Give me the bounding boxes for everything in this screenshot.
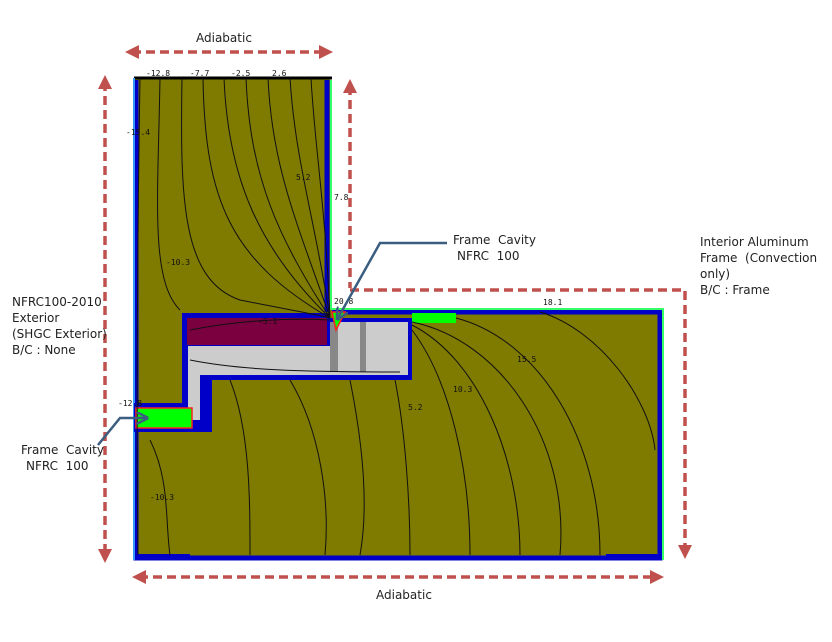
isotherm-labels: -12.8 -7.7 -2.5 2.6 -15.4 5.2 7.8 -10.3 …	[118, 69, 562, 502]
interior-label-line: B/C : Frame	[700, 283, 770, 297]
surface-line	[330, 80, 664, 560]
aluminum-web	[330, 322, 338, 372]
isotherm-label: 10.3	[453, 385, 472, 394]
isotherm-label: 15.5	[517, 355, 536, 364]
isotherm-label: 7.8	[334, 193, 349, 202]
bottom-pad-right	[606, 554, 660, 560]
isotherm-label: 5.2	[296, 173, 311, 182]
isotherm-label: -12.8	[146, 69, 170, 78]
isotherm-label: -12.8	[118, 399, 142, 408]
isotherm-label: 18.1	[543, 298, 562, 307]
interior-label-line: only)	[700, 267, 731, 281]
isotherm-label: 20.8	[334, 297, 353, 306]
frame-cavity-upper-line: NFRC 100	[457, 249, 520, 263]
boundary-arrows	[98, 45, 692, 584]
top-boundary-label: Adiabatic	[196, 31, 252, 45]
isotherm-label: -10.3	[150, 493, 174, 502]
bottom-pad-left	[138, 554, 190, 560]
frame-cavity-upper-line: Frame Cavity	[453, 233, 536, 247]
pointer-lower-cavity	[97, 418, 146, 446]
bottom-boundary-label: Adiabatic	[376, 588, 432, 602]
isotherm-label: -10.3	[166, 258, 190, 267]
isotherm-label: 5.2	[408, 403, 423, 412]
exterior-label-line: NFRC100-2010	[12, 295, 102, 309]
frame-cavity-lower-line: NFRC 100	[26, 459, 89, 473]
cavity-interior	[412, 313, 456, 323]
aluminum-web	[360, 322, 366, 372]
interior-label-line: Interior Aluminum	[700, 235, 809, 249]
exterior-label-line: (SHGC Exterior)	[12, 327, 107, 341]
frame-cavity-lower-line: Frame Cavity	[21, 443, 104, 457]
exterior-label-line: Exterior	[12, 311, 60, 325]
insulation	[187, 318, 327, 345]
pointer-upper-cavity	[338, 241, 447, 318]
interior-arrow	[350, 288, 692, 559]
isotherm-label: -7.7	[190, 69, 209, 78]
isotherm-label: -15.4	[126, 128, 150, 137]
isotherm-lines	[136, 77, 656, 556]
isotherm-label: 2.6	[272, 69, 287, 78]
isotherm-label: -2.5	[231, 69, 250, 78]
isotherm-label: -5.1	[258, 317, 277, 326]
exterior-label-line: B/C : None	[12, 343, 76, 357]
interior-label-line: Frame (Convection	[700, 251, 818, 265]
